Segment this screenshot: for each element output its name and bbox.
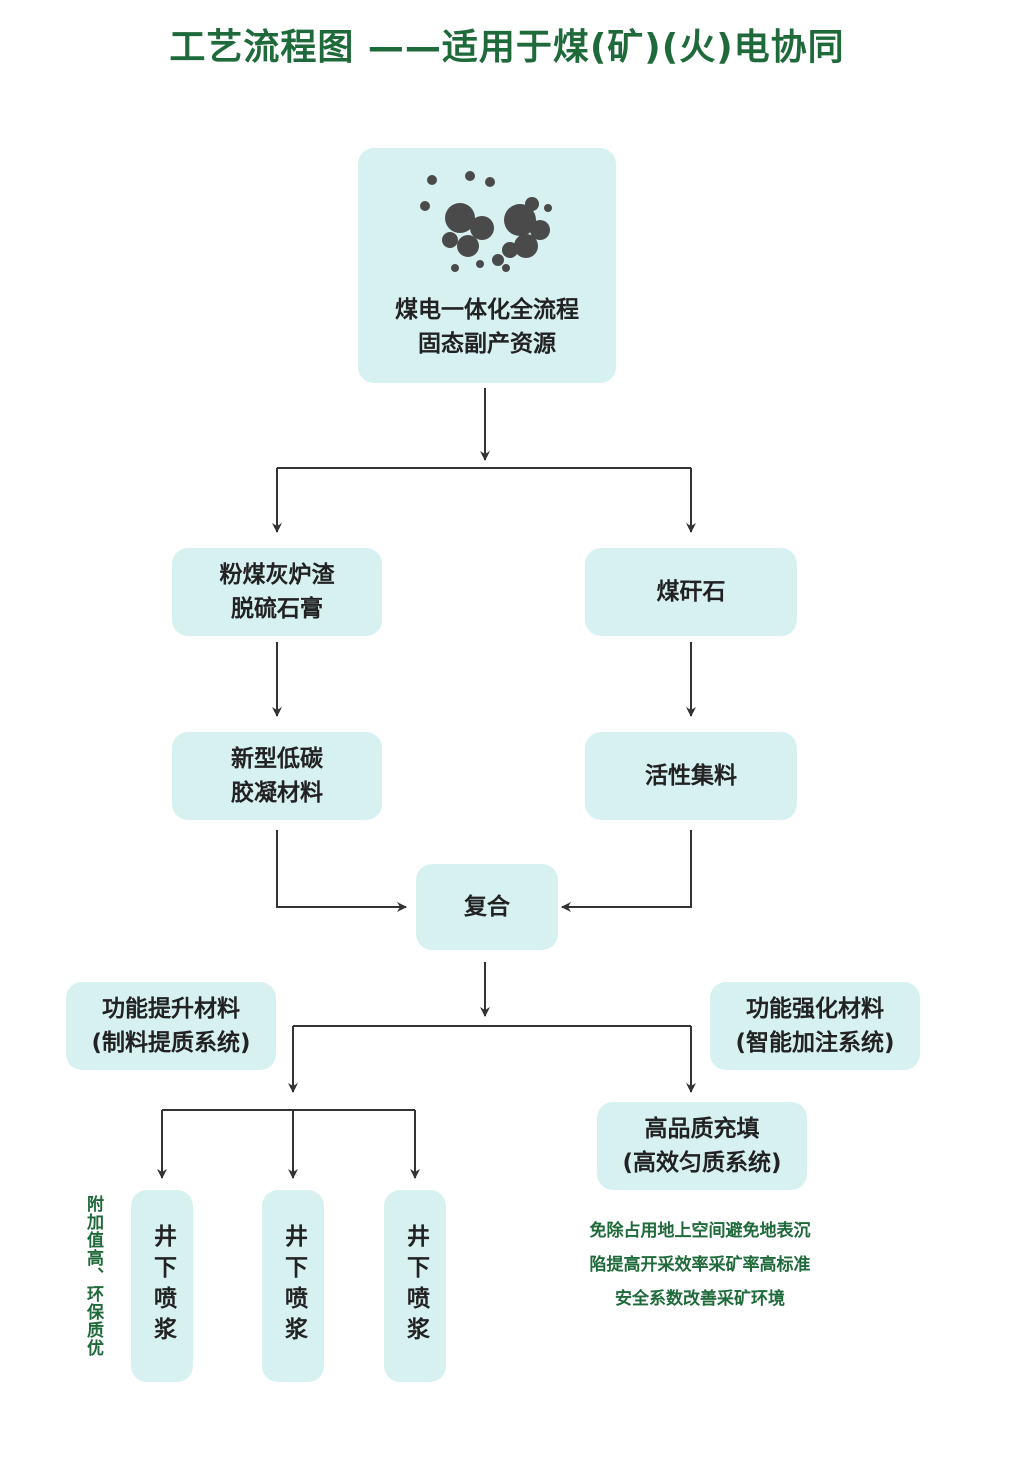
- function-strengthen-line2: (智能加注系统): [735, 1030, 895, 1056]
- benefits-text: 免除占用地上空间避免地表沉 陷提高开采效率采矿率高标准 安全系数改善采矿环境: [540, 1214, 860, 1316]
- function-upgrade-line1: 功能提升材料: [102, 996, 240, 1022]
- function-strengthen-line1: 功能强化材料: [746, 996, 884, 1022]
- source-line2: 固态副产资源: [418, 331, 556, 357]
- combine-node: 复合: [416, 864, 558, 950]
- backfill-node: 高品质充填 (高效匀质系统): [597, 1102, 807, 1190]
- active-aggregate-label: 活性集料: [645, 763, 737, 789]
- benefits-line-3: 安全系数改善采矿环境: [615, 1289, 785, 1309]
- grouting-node-2: 井下喷浆: [262, 1190, 324, 1382]
- arrow-left-to-combine: [276, 830, 407, 912]
- function-upgrade-line2: (制料提质系统): [91, 1030, 251, 1056]
- source-line1: 煤电一体化全流程: [395, 297, 579, 323]
- cementitious-line1: 新型低碳: [231, 746, 323, 772]
- combine-label: 复合: [464, 894, 510, 920]
- grouting-label-2: 井下喷浆: [280, 1224, 307, 1348]
- side-note: 附加值高、环保质优: [83, 1195, 110, 1395]
- arrow-right-to-combine: [561, 830, 692, 912]
- grouting-label-1: 井下喷浆: [149, 1224, 176, 1348]
- source-node: 煤电一体化全流程 固态副产资源: [358, 148, 616, 383]
- coal-particles-icon: [420, 171, 552, 272]
- page-title: 工艺流程图 ——适用于煤(矿)(火)电协同: [169, 27, 845, 68]
- grouting-node-3: 井下喷浆: [384, 1190, 446, 1382]
- benefits-line-2: 陷提高开采效率采矿率高标准: [589, 1255, 811, 1275]
- coal-gangue-label: 煤矸石: [656, 579, 726, 605]
- flyash-slag-gypsum-node: 粉煤灰炉渣 脱硫石膏: [172, 548, 382, 636]
- cementitious-line2: 胶凝材料: [231, 780, 323, 806]
- side-note-text: 附加值高、环保质优: [83, 1195, 103, 1357]
- cementitious-material-node: 新型低碳 胶凝材料: [172, 732, 382, 820]
- flyash-line1: 粉煤灰炉渣: [219, 562, 335, 588]
- grouting-label-3: 井下喷浆: [402, 1224, 429, 1348]
- function-upgrade-node: 功能提升材料 (制料提质系统): [66, 982, 276, 1070]
- grouting-node-1: 井下喷浆: [131, 1190, 193, 1382]
- backfill-line1: 高品质充填: [644, 1116, 760, 1142]
- benefits-line-1: 免除占用地上空间避免地表沉: [589, 1221, 811, 1241]
- coal-gangue-node: 煤矸石: [585, 548, 797, 636]
- flyash-line2: 脱硫石膏: [231, 596, 323, 622]
- function-strengthen-node: 功能强化材料 (智能加注系统): [710, 982, 920, 1070]
- backfill-line2: (高效匀质系统): [622, 1150, 782, 1176]
- active-aggregate-node: 活性集料: [585, 732, 797, 820]
